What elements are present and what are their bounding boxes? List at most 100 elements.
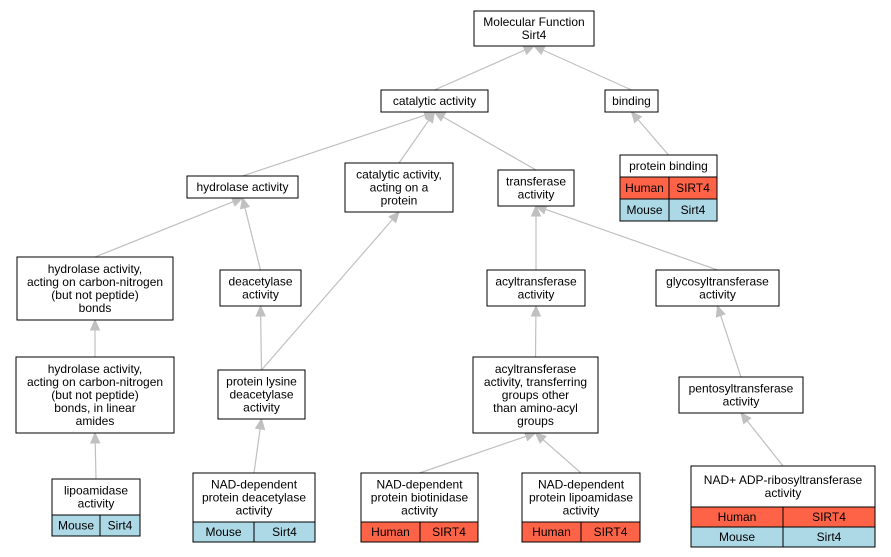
gene-label: SIRT4 [432,525,466,539]
go-term-node-cat[interactable]: catalytic activity [380,89,489,113]
edge-pbind-to-bind [630,111,669,156]
node-box [497,169,575,207]
gene-cell [99,514,141,537]
edge-line [242,114,426,177]
term-label-line: activity [401,504,438,518]
term-label-line: activity [518,288,555,302]
edge-pento-to-glyco [715,304,742,378]
term-label-line: acyltransferase [495,275,577,289]
edge-line [746,420,784,467]
edge-line [94,201,234,258]
species-label: Mouse [626,203,662,217]
node-box [344,162,454,213]
term-label-line: groups other [502,388,569,402]
term-label-line: hydrolase activity, [48,362,142,376]
edge-line [398,119,430,164]
arrowhead [89,318,101,331]
edge-acyltg-to-acyl [530,304,542,358]
term-label-line: activity [699,288,736,302]
go-term-node-hydro[interactable]: hydrolase activity [186,175,299,199]
term-label-line: NAD-dependent [211,478,298,492]
gene-cell [580,521,641,543]
edge-nadpd-to-plysdeac [253,417,266,474]
arrowhead [388,211,400,224]
edge-cat-to-mf [434,45,536,91]
gene-label: SIRT4 [676,181,710,195]
term-label-line: transferase [506,175,566,189]
gene-label: SIRT4 [594,525,628,539]
node-box [655,269,780,307]
arrowhead [254,417,266,431]
term-label-line: activity [518,188,555,202]
edge-catprot-to-cat [398,110,436,164]
term-label-line: activity, transferring [484,375,587,389]
arrowhead [522,45,536,56]
node-box [217,369,306,420]
edge-trans-to-cat [433,111,537,171]
arrowhead [532,45,546,56]
term-label-line: (but not peptide) [51,288,138,302]
arrowhead [424,110,436,124]
term-label-line: protein lysine [226,375,297,389]
term-label-line: activity [723,395,760,409]
term-label-line: hydrolase activity [196,180,288,194]
term-label-line: acyltransferase [495,362,577,376]
term-label-line: acting on a [370,181,429,195]
arrowhead [630,111,643,124]
gene-label: Sirt4 [681,203,706,217]
go-term-node-hcnl[interactable]: hydrolase activity,acting on carbon-nitr… [15,356,175,434]
node-box [486,269,586,307]
go-term-node-bind[interactable]: binding [604,89,659,113]
edge-line [260,315,263,371]
edge-line [419,435,527,474]
edge-plysdeac-to-deac [255,304,266,371]
term-label-line: acting on carbon-nitrogen [27,375,163,389]
edge-line [261,219,393,371]
edge-deac-to-hydro [239,196,262,271]
go-term-node-nadadp[interactable]: NAD+ ADP-ribosyltransferaseactivityHuman… [690,465,876,548]
edge-acyl-to-trans [530,204,542,270]
arrowhead [715,304,726,318]
term-label-line: pentosyltransferase [689,382,794,396]
species-label: Human [371,525,410,539]
term-label-line: protein [381,194,418,208]
gene-label: Sirt4 [272,525,297,539]
node-box [15,356,175,434]
edge-line [720,315,742,378]
term-label-line: NAD+ ADP-ribosyltransferase [704,473,863,487]
species-label: Mouse [205,525,241,539]
term-label-line: activity [243,401,280,415]
arrowhead [530,204,542,217]
term-label-line: bonds, in linear [54,401,135,415]
arrowhead [534,432,547,444]
edge-line [545,208,718,271]
go-term-node-hcn[interactable]: hydrolase activity,acting on carbon-nitr… [16,256,174,321]
term-label-line: Molecular Function [483,15,584,29]
gene-label: Sirt4 [108,519,133,533]
gene-cell [419,521,479,543]
term-label-line: protein lipoamidase [529,491,633,505]
edge-hcn-to-hydro [94,197,244,258]
term-label-line: protein deacetylase [202,491,306,505]
term-label-line: activity [78,497,115,511]
edge-line [244,207,262,271]
species-label: Mouse [58,519,94,533]
species-label: Mouse [719,530,755,544]
gene-cell [253,521,316,543]
species-label: Human [532,525,571,539]
term-label-line: (but not peptide) [51,388,138,402]
